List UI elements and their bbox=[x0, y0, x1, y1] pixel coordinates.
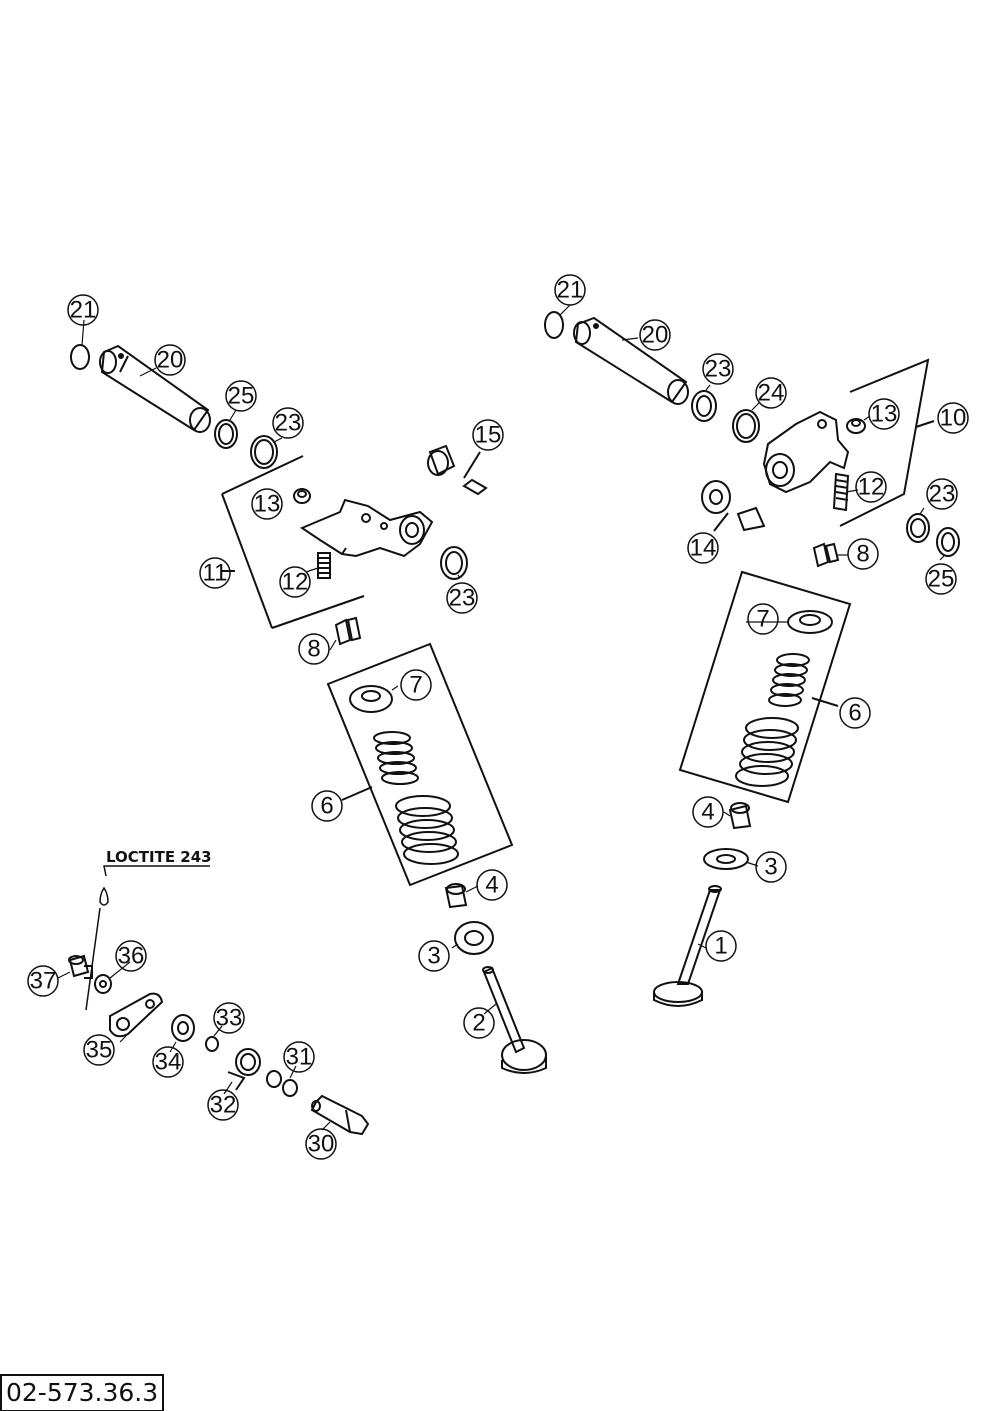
roller-14 bbox=[701, 480, 766, 532]
callout-2: 2 bbox=[472, 1010, 485, 1037]
washer-25-right bbox=[936, 527, 960, 557]
callout-20-right: 20 bbox=[642, 322, 669, 349]
valve-keepers-8-left bbox=[334, 616, 362, 646]
washer-3-right bbox=[703, 848, 749, 870]
callout-4-right: 4 bbox=[701, 799, 714, 826]
callout-7-left: 7 bbox=[409, 672, 422, 699]
valve-2 bbox=[482, 966, 547, 1074]
bearing-34 bbox=[171, 1014, 195, 1042]
rocker-shaft-right bbox=[573, 316, 689, 405]
callout-24: 24 bbox=[758, 380, 785, 407]
rocker-shaft-left bbox=[99, 344, 211, 433]
inner-spring-right bbox=[768, 653, 810, 707]
washer-23-right-bottom bbox=[906, 513, 930, 543]
callout-20-left: 20 bbox=[157, 347, 184, 374]
screw-37 bbox=[68, 954, 93, 979]
callout-33: 33 bbox=[216, 1005, 243, 1032]
o-rings-31 bbox=[266, 1070, 298, 1097]
callout-23-right-top: 23 bbox=[705, 356, 732, 383]
lever-35 bbox=[109, 992, 164, 1038]
adjuster-screw-12-right bbox=[832, 472, 850, 512]
o-ring-left bbox=[70, 344, 90, 370]
callout-circles bbox=[27, 274, 969, 1160]
callout-6-right: 6 bbox=[848, 700, 861, 727]
callout-21-right: 21 bbox=[557, 277, 584, 304]
adjuster-screw-12-left bbox=[317, 552, 331, 579]
callout-leaders bbox=[57, 304, 945, 1131]
spring-retainer-7-left bbox=[349, 685, 393, 713]
callout-labels: 21 20 25 23 13 11 12 23 15 8 7 6 4 3 2 2… bbox=[30, 277, 967, 1158]
callout-35: 35 bbox=[86, 1037, 113, 1064]
washer-23-right-top bbox=[691, 390, 717, 422]
o-ring-33 bbox=[205, 1036, 219, 1052]
callout-8-right: 8 bbox=[856, 541, 869, 568]
callout-25-right: 25 bbox=[928, 566, 955, 593]
callout-13-right: 13 bbox=[871, 401, 898, 428]
roller-15 bbox=[427, 444, 488, 496]
valve-stem-seal-4-left bbox=[444, 883, 468, 909]
outer-spring-left bbox=[395, 795, 459, 865]
shaft-30 bbox=[310, 1094, 370, 1136]
callout-23-left-bottom: 23 bbox=[449, 585, 476, 612]
washer-23-left-top bbox=[250, 435, 278, 469]
loctite-note: LOCTITE 243 bbox=[106, 848, 212, 866]
callout-14: 14 bbox=[690, 535, 717, 562]
valve-1 bbox=[653, 885, 722, 1007]
valve-stem-seal-4-right bbox=[728, 802, 752, 830]
callout-1: 1 bbox=[714, 933, 727, 960]
callout-23-right-bottom: 23 bbox=[929, 481, 956, 508]
callout-31: 31 bbox=[286, 1044, 313, 1071]
drawing-reference-code: 02-573.36.3 bbox=[0, 1374, 165, 1411]
callout-25-left: 25 bbox=[228, 383, 255, 410]
callout-8-left: 8 bbox=[307, 636, 320, 663]
nut-13-right bbox=[846, 418, 866, 434]
callout-15: 15 bbox=[475, 422, 502, 449]
outer-spring-right bbox=[735, 717, 799, 787]
nut-13-left bbox=[293, 488, 311, 504]
callout-6-left: 6 bbox=[320, 793, 333, 820]
callout-36: 36 bbox=[118, 943, 145, 970]
callout-34: 34 bbox=[155, 1049, 182, 1076]
callout-30: 30 bbox=[308, 1131, 335, 1158]
callout-23-left-top: 23 bbox=[275, 410, 302, 437]
rocker-arm-left bbox=[299, 498, 434, 558]
callout-11: 11 bbox=[203, 560, 228, 587]
callout-3-right: 3 bbox=[764, 854, 777, 881]
spring-32 bbox=[227, 1048, 261, 1091]
callout-12-right: 12 bbox=[858, 474, 885, 501]
o-ring-right bbox=[544, 311, 564, 339]
rocker-arm-right bbox=[762, 410, 850, 494]
valve-spring-group-left bbox=[326, 642, 514, 887]
callout-3-left: 3 bbox=[427, 943, 440, 970]
rocker-arm-group-left bbox=[221, 455, 365, 629]
washer-23-left-bottom bbox=[440, 546, 468, 580]
washer-25-left bbox=[214, 419, 238, 449]
valve-keepers-8-right bbox=[812, 542, 840, 568]
valve-spring-group-right bbox=[678, 570, 852, 804]
washer-36 bbox=[94, 974, 112, 994]
inner-spring-left bbox=[373, 731, 419, 785]
callout-32: 32 bbox=[210, 1092, 237, 1119]
rocker-arm-group-right bbox=[839, 358, 935, 527]
callout-7-right: 7 bbox=[756, 606, 769, 633]
washer-24 bbox=[732, 409, 760, 443]
loctite-leader bbox=[85, 865, 210, 1011]
washer-3-left bbox=[454, 921, 494, 955]
callout-10: 10 bbox=[940, 405, 967, 432]
callout-37: 37 bbox=[30, 968, 57, 995]
callout-13-left: 13 bbox=[254, 491, 281, 518]
callout-21-left: 21 bbox=[70, 297, 97, 324]
callout-4-left: 4 bbox=[485, 872, 498, 899]
callout-12-left: 12 bbox=[282, 569, 309, 596]
spring-retainer-7-right bbox=[787, 610, 833, 634]
